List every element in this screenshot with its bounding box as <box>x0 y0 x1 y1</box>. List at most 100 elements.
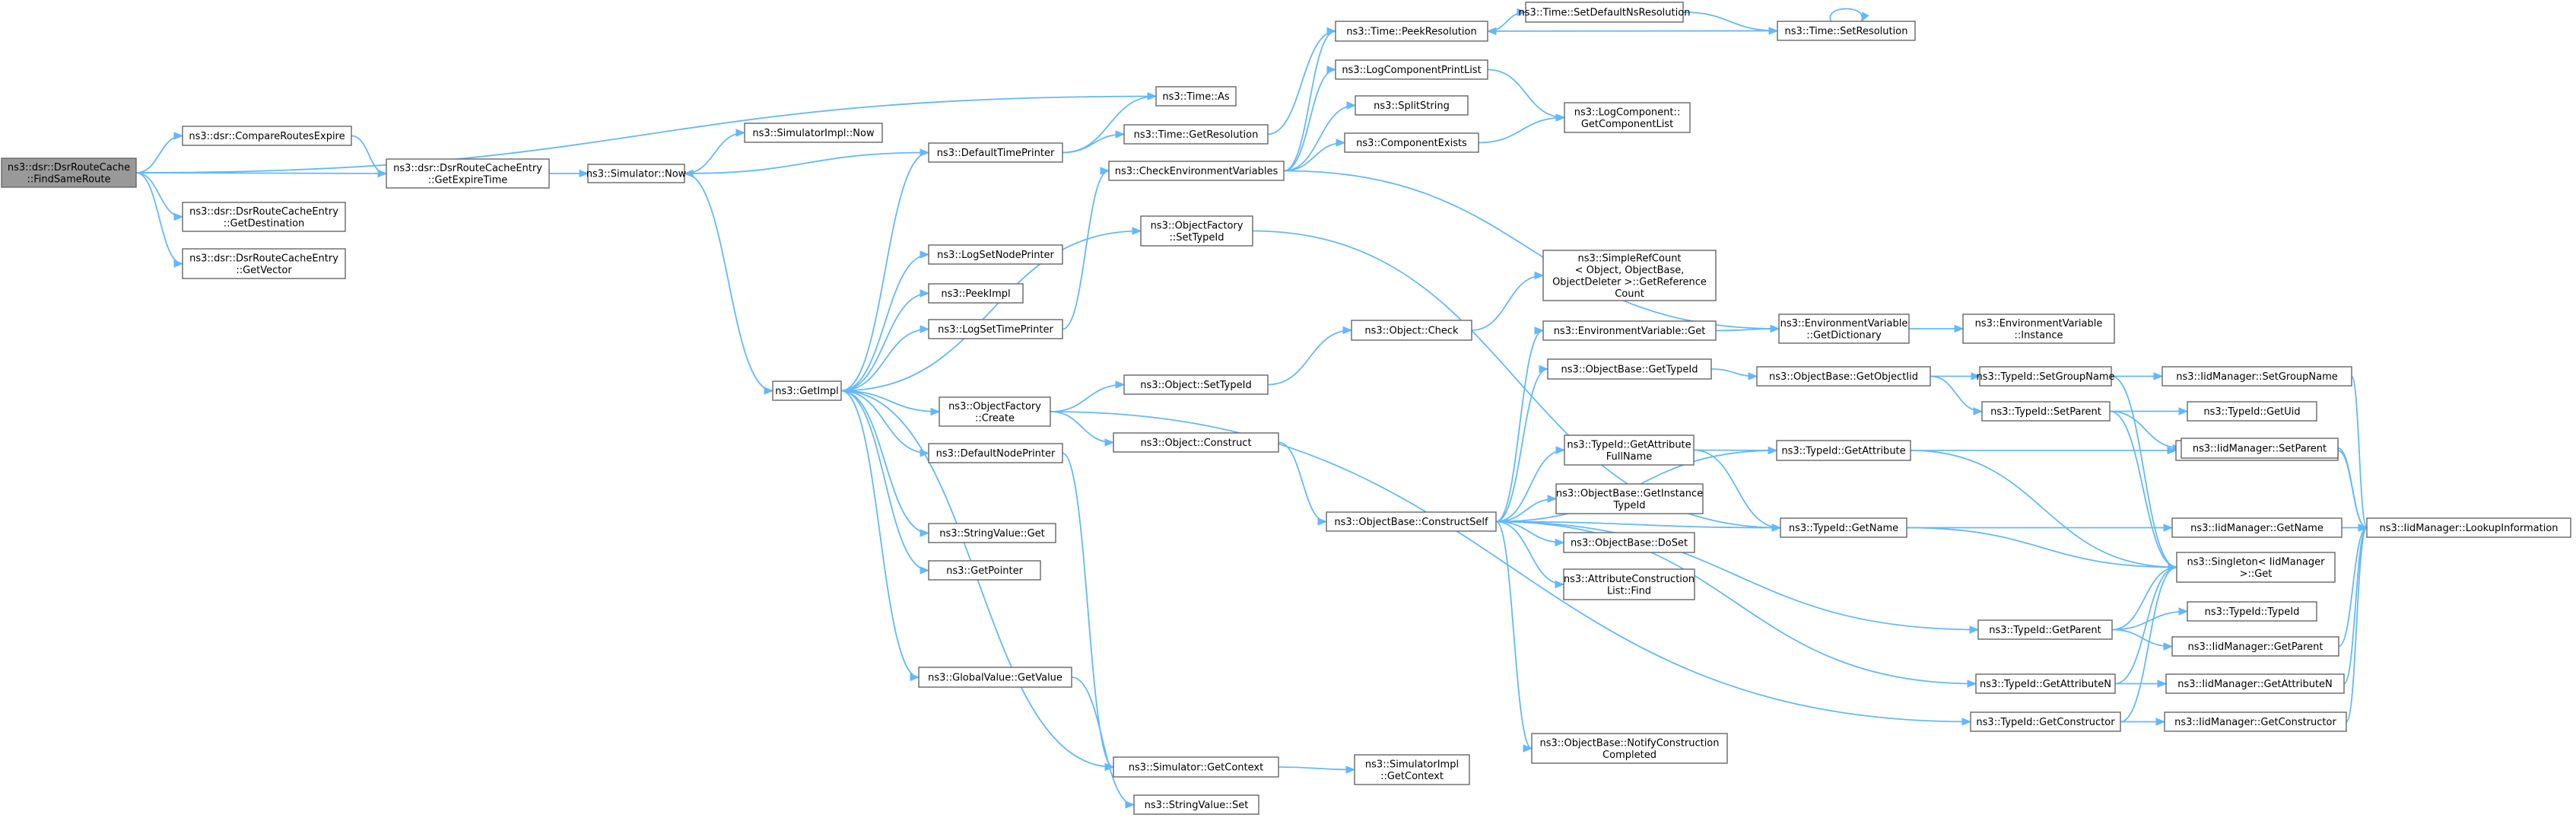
node-globalValueGetValue[interactable]: ns3::GlobalValue::GetValue <box>918 667 1072 688</box>
node-box[interactable] <box>1776 440 1911 461</box>
node-singletonGet[interactable]: ns3::Singleton< IidManager >::Get <box>2176 552 2336 583</box>
node-getPointer[interactable]: ns3::GetPointer <box>928 560 1041 581</box>
node-box[interactable] <box>1354 754 1470 785</box>
node-peekImpl[interactable]: ns3::PeekImpl <box>928 283 1024 304</box>
node-objectConstruct[interactable]: ns3::Object::Construct <box>1113 432 1279 453</box>
node-envVarGet[interactable]: ns3::EnvironmentVariable::Get <box>1542 320 1717 341</box>
node-typeIdGetParent[interactable]: ns3::TypeId::GetParent <box>1977 619 2113 640</box>
node-box[interactable] <box>2171 517 2343 538</box>
node-box[interactable] <box>1564 102 1691 133</box>
node-box[interactable] <box>386 158 550 189</box>
node-box[interactable] <box>1981 401 2111 422</box>
node-typeIdGetUid[interactable]: ns3::TypeId::GetUid <box>2187 401 2317 422</box>
node-box[interactable] <box>744 123 883 143</box>
node-box[interactable] <box>1335 21 1488 42</box>
node-box[interactable] <box>2181 438 2339 459</box>
node-box[interactable] <box>928 142 1063 163</box>
node-getImpl[interactable]: ns3::GetImpl <box>772 380 842 401</box>
node-typeIdGetAttributeN[interactable]: ns3::TypeId::GetAttributeN <box>1975 673 2116 694</box>
node-box[interactable] <box>928 244 1063 265</box>
node-box[interactable] <box>928 523 1056 543</box>
node-box[interactable] <box>1113 432 1279 453</box>
node-box[interactable] <box>2176 552 2336 583</box>
node-box[interactable] <box>182 202 346 232</box>
node-typeIdSetParent[interactable]: ns3::TypeId::SetParent <box>1981 401 2111 422</box>
node-box[interactable] <box>928 560 1041 581</box>
node-box[interactable] <box>1542 250 1717 301</box>
node-iidMgrGetName[interactable]: ns3::IidManager::GetName <box>2171 517 2343 538</box>
node-typeIdTypeId[interactable]: ns3::TypeId::TypeId <box>2187 601 2317 622</box>
node-box[interactable] <box>918 667 1072 688</box>
node-box[interactable] <box>1555 483 1704 514</box>
node-defaultTimePrinter[interactable]: ns3::DefaultTimePrinter <box>928 142 1063 163</box>
node-getDestination[interactable]: ns3::dsr::DsrRouteCacheEntry::GetDestina… <box>182 202 346 232</box>
node-box[interactable] <box>1780 517 1907 538</box>
node-simImplNow[interactable]: ns3::SimulatorImpl::Now <box>744 123 883 143</box>
node-box[interactable] <box>1777 21 1916 41</box>
node-envVarGetDictionary[interactable]: ns3::EnvironmentVariable::GetDictionary <box>1778 314 1910 344</box>
node-iidMgrGetParent[interactable]: ns3::IidManager::GetParent <box>2171 636 2339 657</box>
node-box[interactable] <box>1542 320 1717 341</box>
node-logSetTimePrinter[interactable]: ns3::LogSetTimePrinter <box>928 319 1063 339</box>
node-timeSetDefaultNsRes[interactable]: ns3::Time::SetDefaultNsResolution <box>1519 2 1691 23</box>
node-logCompGetList[interactable]: ns3::LogComponent::GetComponentList <box>1564 102 1691 133</box>
node-typeIdGetName[interactable]: ns3::TypeId::GetName <box>1780 517 1907 538</box>
node-getVector[interactable]: ns3::dsr::DsrRouteCacheEntry::GetVector <box>182 248 346 279</box>
node-objBaseGetObjectIid[interactable]: ns3::ObjectBase::GetObjectIid <box>1756 366 1931 387</box>
node-box[interactable] <box>1563 532 1695 553</box>
node-box[interactable] <box>2187 601 2317 622</box>
node-box[interactable] <box>1970 711 2121 732</box>
node-box[interactable] <box>928 443 1063 463</box>
node-typeIdSetGroupName[interactable]: ns3::TypeId::SetGroupName <box>1976 366 2115 387</box>
node-compareRoutes[interactable]: ns3::dsr::CompareRoutesExpire <box>182 126 352 146</box>
node-box[interactable] <box>2165 673 2345 694</box>
node-box[interactable] <box>1756 366 1931 387</box>
node-simImplGetContext[interactable]: ns3::SimulatorImpl::GetContext <box>1354 754 1470 785</box>
node-box[interactable] <box>1531 733 1728 764</box>
node-objectSetTypeId[interactable]: ns3::Object::SetTypeId <box>1123 374 1269 395</box>
node-objBaseConstructSelf[interactable]: ns3::ObjectBase::ConstructSelf <box>1326 511 1497 532</box>
node-box[interactable] <box>1335 59 1488 80</box>
node-box[interactable] <box>2161 366 2352 387</box>
node-box[interactable] <box>2171 636 2339 657</box>
node-box[interactable] <box>1778 314 1910 344</box>
node-simGetContext[interactable]: ns3::Simulator::GetContext <box>1113 756 1279 778</box>
node-objBaseDoSet[interactable]: ns3::ObjectBase::DoSet <box>1563 532 1695 553</box>
node-stringValueGet[interactable]: ns3::StringValue::Get <box>928 523 1056 543</box>
node-timeSetResolution[interactable]: ns3::Time::SetResolution <box>1777 21 1916 41</box>
node-splitString[interactable]: ns3::SplitString <box>1355 95 1469 116</box>
node-iidMgrGetAttributeN[interactable]: ns3::IidManager::GetAttributeN <box>2165 673 2345 694</box>
node-simpleRefCount[interactable]: ns3::SimpleRefCount< Object, ObjectBase,… <box>1542 250 1717 301</box>
node-iidMgrSetGroupName[interactable]: ns3::IidManager::SetGroupName <box>2161 366 2352 387</box>
node-box[interactable] <box>1155 86 1237 107</box>
node-box[interactable] <box>1975 673 2116 694</box>
node-box[interactable] <box>1123 374 1269 395</box>
node-box[interactable] <box>1140 215 1253 247</box>
node-logSetNodePrinter[interactable]: ns3::LogSetNodePrinter <box>928 244 1063 265</box>
node-objBaseGetTypeId[interactable]: ns3::ObjectBase::GetTypeId <box>1547 358 1712 380</box>
node-typeIdGetConstructor[interactable]: ns3::TypeId::GetConstructor <box>1970 711 2121 732</box>
node-box[interactable] <box>928 283 1024 304</box>
node-box[interactable] <box>1133 794 1259 815</box>
node-box[interactable] <box>1525 2 1684 23</box>
node-getExpireTime[interactable]: ns3::dsr::DsrRouteCacheEntry::GetExpireT… <box>386 158 550 189</box>
node-box[interactable] <box>1977 619 2113 640</box>
node-box[interactable] <box>772 380 842 401</box>
node-box[interactable] <box>1563 568 1695 600</box>
node-timeGetResolution[interactable]: ns3::Time::GetResolution <box>1123 124 1269 145</box>
node-defaultNodePrinter[interactable]: ns3::DefaultNodePrinter <box>928 443 1063 463</box>
node-box[interactable] <box>182 126 352 146</box>
node-box[interactable] <box>2187 401 2317 422</box>
node-box[interactable] <box>1113 756 1279 778</box>
node-logComponentPrintList[interactable]: ns3::LogComponentPrintList <box>1335 59 1488 80</box>
node-box[interactable] <box>939 396 1051 427</box>
node-box[interactable] <box>1355 95 1469 116</box>
node-box[interactable] <box>1962 314 2115 344</box>
node-objBaseNotifyConstruction[interactable]: ns3::ObjectBase::NotifyConstructionCompl… <box>1531 733 1728 764</box>
node-timePeekResolution[interactable]: ns3::Time::PeekResolution <box>1335 21 1488 42</box>
node-envVarInstance[interactable]: ns3::EnvironmentVariable::Instance <box>1962 314 2115 344</box>
node-box[interactable] <box>2164 711 2347 732</box>
node-box[interactable] <box>182 248 346 279</box>
